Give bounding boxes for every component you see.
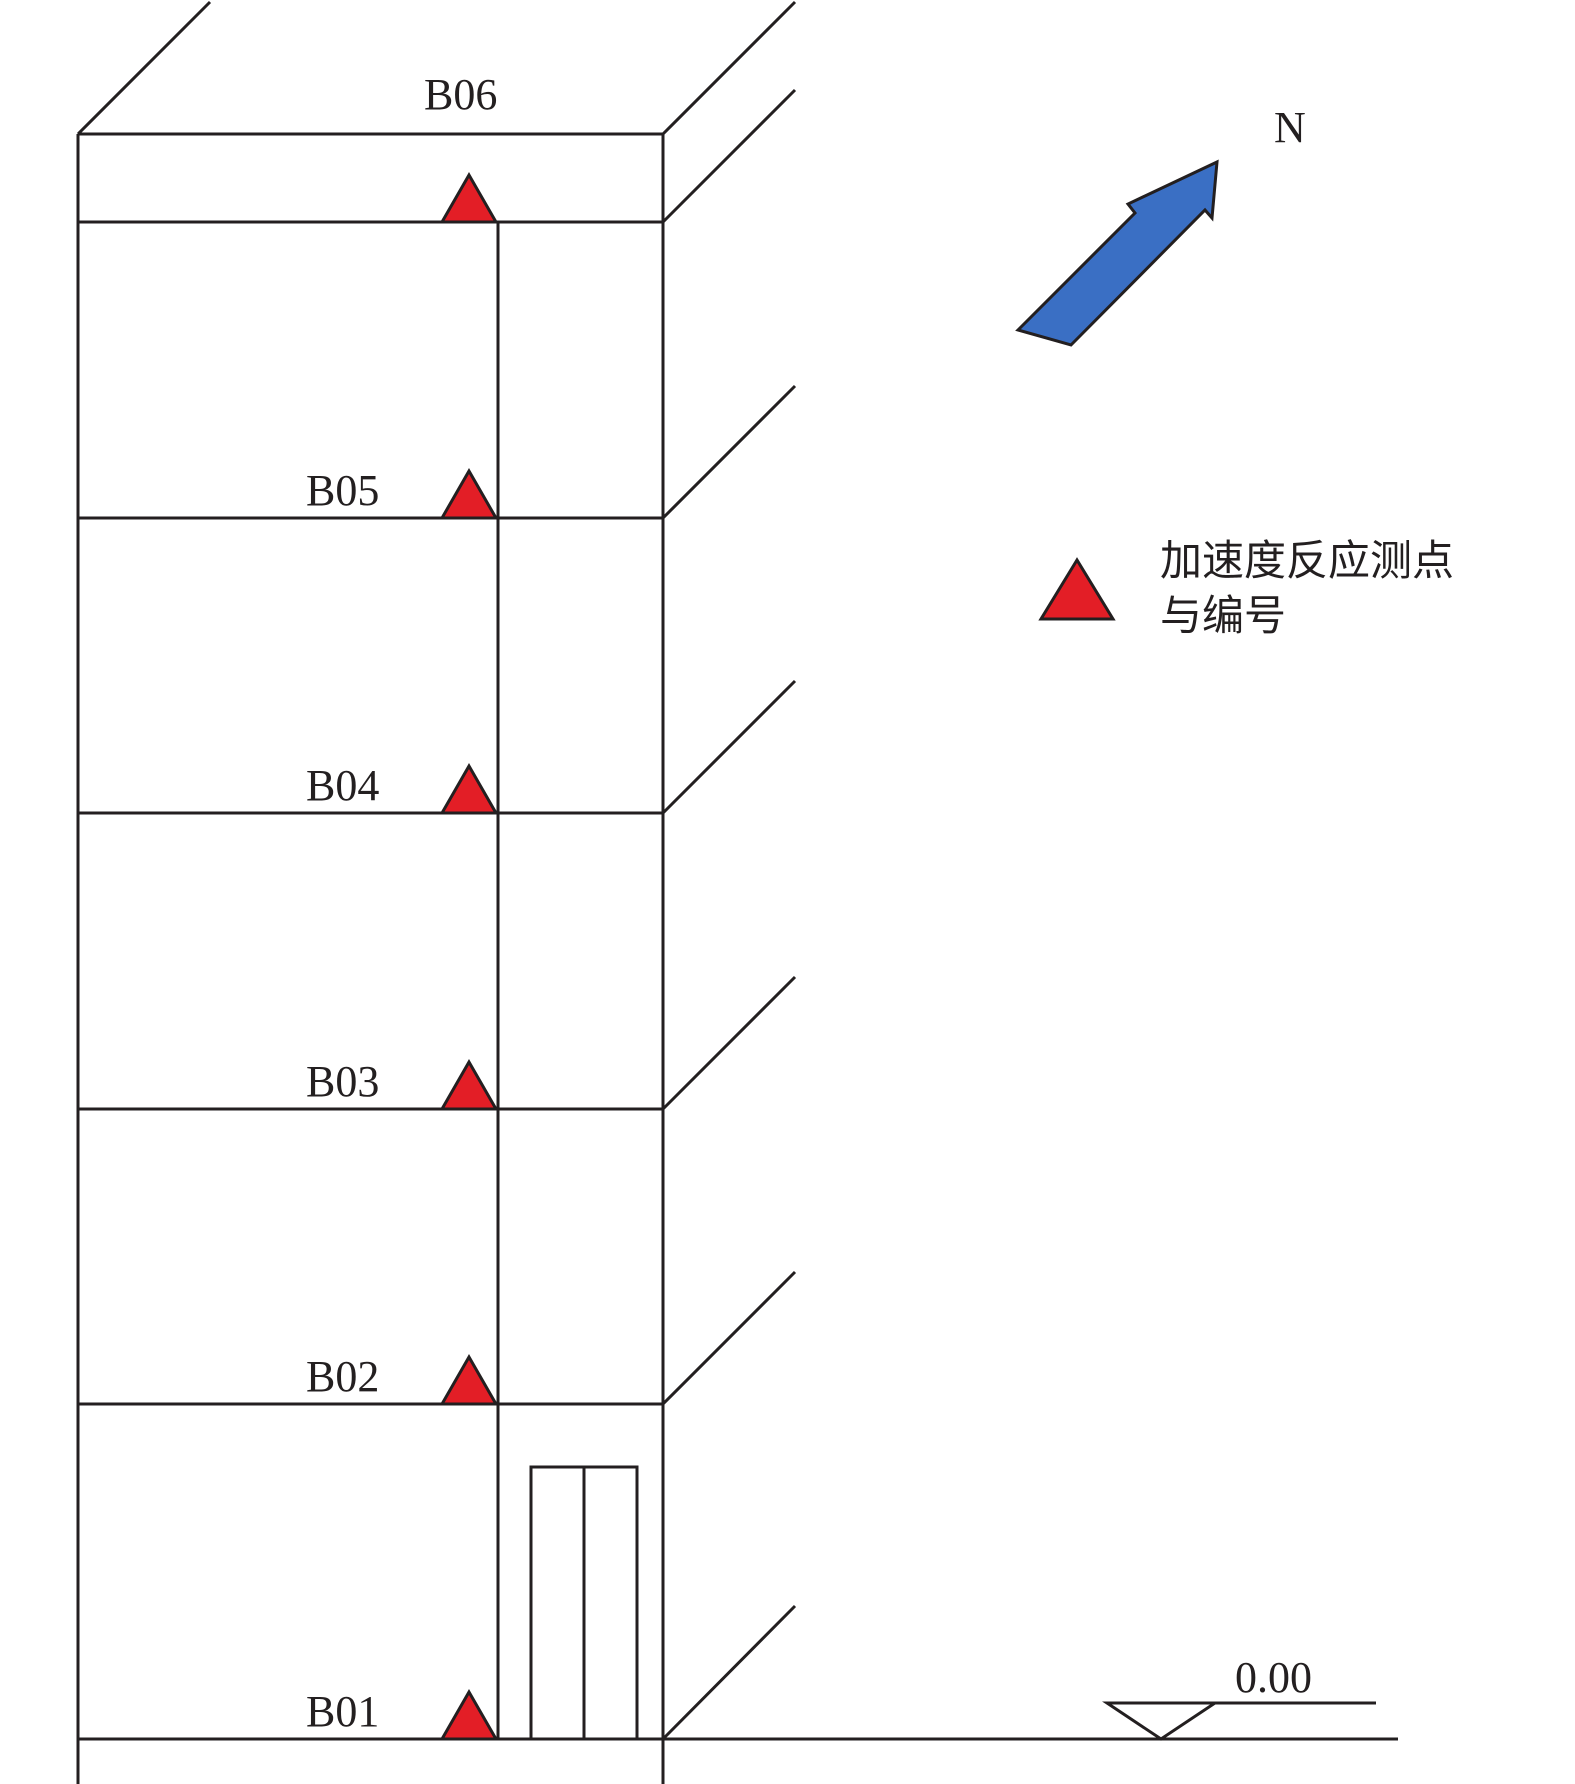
entrance-door (529, 1465, 639, 1741)
legend-text-line2: 与编号 (1160, 591, 1286, 640)
sensor-label: B04 (306, 761, 379, 810)
north-arrow: N (1015, 103, 1306, 347)
sensor-triangle-icon (439, 762, 499, 815)
sensor-triangle-icon (439, 1058, 499, 1111)
sensor-triangle-icon (439, 1353, 499, 1406)
sensor-triangle-icon (439, 171, 499, 224)
sensor-label: B03 (306, 1057, 379, 1106)
sensor-label: B02 (306, 1352, 379, 1401)
sensor-triangle-icon (439, 467, 499, 520)
sensor-label: B06 (424, 70, 497, 119)
north-label: N (1274, 103, 1306, 152)
ground-level-marker: 0.00 (1102, 1653, 1376, 1741)
sensor-label: B05 (306, 466, 379, 515)
perspective-edges (661, 88, 797, 1741)
floor-lines (78, 220, 1398, 1741)
sensor-label: B01 (306, 1687, 379, 1736)
ground-level-label: 0.00 (1235, 1653, 1312, 1702)
sensor-triangle-icon (439, 1688, 499, 1741)
legend: 加速度反应测点 与编号 (1038, 536, 1454, 640)
north-arrow-icon (1015, 159, 1219, 347)
legend-text-line1: 加速度反应测点 (1160, 536, 1454, 585)
building-outline (76, 0, 797, 1784)
legend-triangle-icon (1038, 557, 1116, 621)
